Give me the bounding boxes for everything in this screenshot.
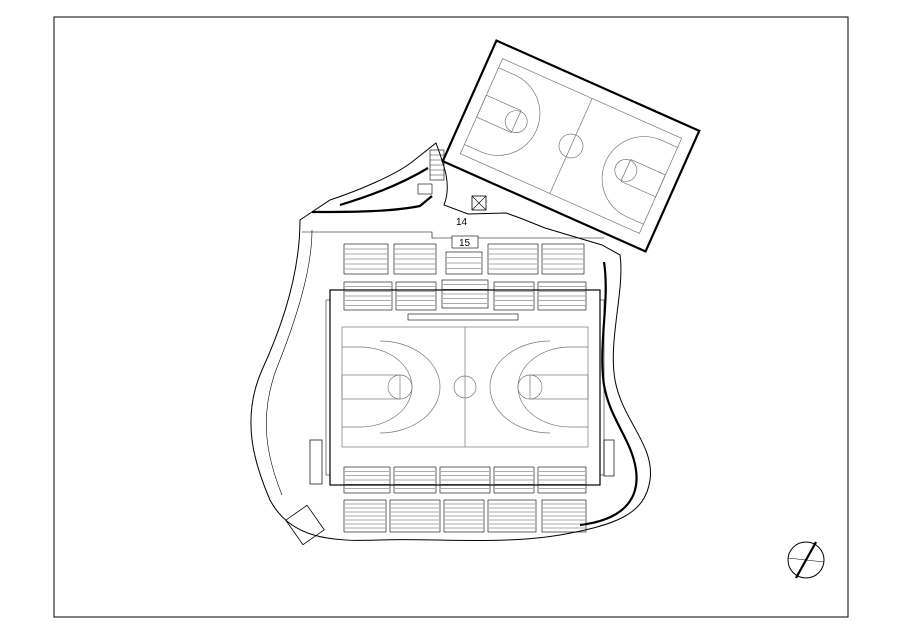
drawing-frame: [53, 16, 849, 618]
main-arena: [325, 289, 605, 486]
training-court-key-right: [620, 158, 666, 198]
training-court: [441, 39, 701, 253]
elevator: [471, 195, 487, 211]
main-court-center-circle: [453, 375, 477, 399]
south-lower-stand-1: [343, 466, 391, 494]
training-court-3pt-right: [601, 136, 678, 225]
west-stair: [309, 439, 323, 485]
room-label-14: 14: [456, 217, 468, 228]
south-lower-stand-5: [537, 466, 587, 494]
training-court-center-circle: [558, 133, 584, 159]
main-court-3pt-right: [517, 346, 588, 428]
north-lower-stand-2: [395, 281, 437, 311]
main-court-key-left: [341, 374, 401, 400]
vip-seating: [445, 251, 483, 275]
north-lower-stand-4: [493, 281, 535, 311]
main-court-outer-arc-left: [379, 340, 441, 434]
training-court-enclosure: [441, 39, 701, 253]
corridor-line: [302, 231, 604, 239]
building-outline: [250, 142, 651, 542]
sw-ramp: [285, 504, 325, 546]
scorers-table: [407, 313, 519, 321]
stair-treads: [430, 154, 444, 176]
north-lower-stand-3: [441, 279, 489, 309]
north-upper-stand-1: [343, 243, 389, 275]
north-lower-stand-5: [537, 281, 587, 311]
service-room: [417, 183, 433, 195]
south-upper-stand-1: [343, 499, 387, 533]
south-upper-stand-3: [443, 499, 485, 533]
training-court-key-left: [476, 94, 522, 134]
south-lower-stand-4: [493, 466, 535, 494]
east-stair: [603, 439, 615, 477]
training-court-ft-circle-left: [504, 110, 528, 133]
south-lower-stand-3: [439, 466, 491, 494]
main-court-outer-arc-right: [489, 340, 551, 434]
south-upper-stand-5: [541, 499, 587, 533]
seating-area: [343, 243, 587, 533]
entry-wall: [311, 195, 433, 214]
side-bench-right: [599, 299, 605, 476]
main-court-key-right: [529, 374, 589, 400]
north-upper-stand-3: [487, 243, 539, 275]
inner-wall: [266, 229, 313, 496]
south-upper-stand-4: [487, 499, 537, 533]
north-arrow-icon: [787, 541, 825, 579]
elevator-cross: [471, 195, 487, 211]
north-upper-stand-2: [393, 243, 437, 275]
north-lower-stand-1: [343, 281, 393, 311]
south-upper-stand-2: [389, 499, 441, 533]
training-court-ft-circle-right: [614, 159, 638, 182]
south-lower-stand-2: [393, 466, 437, 494]
main-court-3pt-left: [342, 346, 413, 428]
room-15-box: [451, 235, 479, 249]
training-court-midline: [549, 98, 593, 194]
training-court-3pt-left: [464, 67, 541, 156]
room-label-15: 15: [459, 238, 471, 249]
side-bench-left: [325, 299, 331, 476]
north-upper-stand-4: [541, 243, 585, 275]
north-curve-wall: [339, 167, 429, 207]
east-wall: [579, 261, 638, 527]
